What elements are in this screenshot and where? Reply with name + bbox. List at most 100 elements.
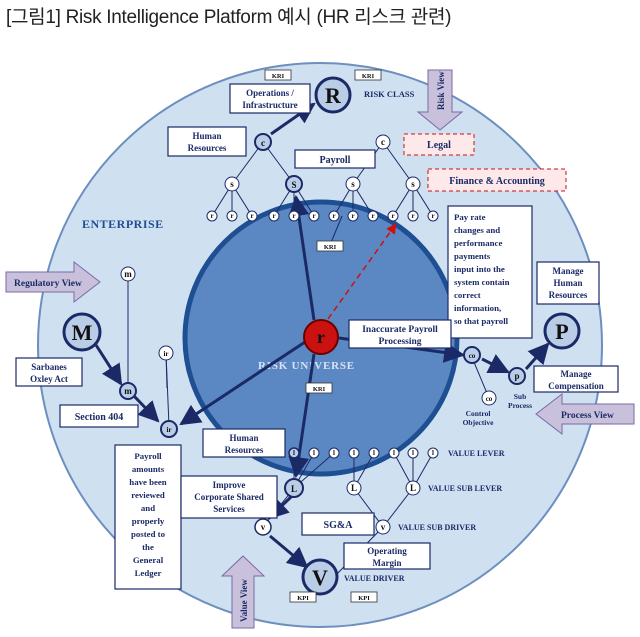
- svg-text:l: l: [333, 449, 335, 457]
- regulatory-view-label: Regulatory View: [14, 279, 82, 289]
- svg-text:Resources: Resources: [225, 445, 264, 455]
- arrow-r-to-ir: [179, 340, 306, 426]
- svg-text:Finance & Accounting: Finance & Accounting: [449, 176, 545, 187]
- finance-accounting-box: Finance & Accounting: [427, 168, 567, 192]
- svg-text:Operations /: Operations /: [246, 88, 294, 98]
- sub-process-label: Sub: [514, 392, 527, 401]
- svg-text:p: p: [514, 371, 519, 381]
- svg-text:and: and: [141, 503, 155, 513]
- svg-text:Services: Services: [213, 504, 245, 514]
- svg-text:P: P: [555, 319, 568, 344]
- arrow-M-to-m: [94, 344, 123, 386]
- svg-text:performance: performance: [454, 238, 502, 248]
- svg-text:properly: properly: [132, 516, 165, 526]
- kri-box: KRI: [316, 240, 344, 252]
- node-r-small: r: [268, 210, 280, 222]
- risk-view-arrow: Risk View: [416, 69, 464, 131]
- kpi-box: KPI: [350, 591, 378, 603]
- node-L-3: L: [405, 480, 421, 496]
- risk-view-label: Risk View: [436, 71, 446, 110]
- svg-text:Oxley Act: Oxley Act: [30, 374, 68, 384]
- svg-text:s: s: [411, 179, 415, 189]
- node-l-small: l: [388, 447, 400, 459]
- svg-text:KRI: KRI: [324, 244, 337, 251]
- svg-text:amounts: amounts: [132, 464, 165, 474]
- svg-text:r: r: [250, 212, 253, 220]
- svg-text:r: r: [210, 212, 213, 220]
- svg-text:Human: Human: [553, 278, 582, 288]
- svg-text:s: s: [230, 179, 234, 189]
- node-m-lower: m: [119, 382, 137, 400]
- value-view-label: Value View: [239, 579, 249, 622]
- inaccurate-payroll-box: Inaccurate Payroll Processing: [348, 319, 452, 349]
- svg-text:KPI: KPI: [297, 595, 309, 602]
- svg-text:v: v: [261, 522, 266, 532]
- sarbanes-box: Sarbanes Oxley Act: [15, 357, 83, 387]
- node-M: M: [62, 312, 102, 352]
- svg-text:ir: ir: [166, 426, 171, 434]
- svg-text:l: l: [393, 449, 395, 457]
- node-s-4: s: [405, 176, 421, 192]
- kpi-box: KPI: [289, 591, 317, 603]
- node-l-small: l: [308, 447, 320, 459]
- section-404-box: Section 404: [59, 404, 139, 428]
- svg-text:L: L: [291, 484, 297, 494]
- svg-text:Pay rate: Pay rate: [454, 212, 486, 222]
- svg-text:payments: payments: [454, 251, 491, 261]
- node-risk-r: r: [303, 319, 339, 355]
- svg-text:the: the: [142, 542, 154, 552]
- svg-text:Operating: Operating: [367, 546, 407, 556]
- svg-text:Improve: Improve: [213, 480, 246, 490]
- node-r-small: r: [308, 210, 320, 222]
- svg-text:Legal: Legal: [427, 140, 451, 151]
- svg-text:l: l: [353, 449, 355, 457]
- svg-text:Sarbanes: Sarbanes: [31, 362, 67, 372]
- hr-lower-box: Human Resources: [202, 428, 286, 458]
- node-l-small: l: [368, 447, 380, 459]
- manage-hr-box: Manage Human Resources: [536, 261, 600, 305]
- svg-text:so that payroll: so that payroll: [454, 316, 509, 326]
- node-l-small: l: [407, 447, 419, 459]
- svg-text:Manage: Manage: [561, 369, 592, 379]
- process-view-arrow: Process View: [535, 392, 635, 436]
- svg-text:Resources: Resources: [549, 290, 588, 300]
- node-v-right: v: [375, 519, 391, 535]
- node-r-small: r: [407, 210, 419, 222]
- svg-text:KPI: KPI: [358, 595, 370, 602]
- svg-text:system contain: system contain: [454, 277, 510, 287]
- svg-text:r: r: [332, 212, 335, 220]
- node-p: p: [508, 367, 526, 385]
- node-l-small: l: [427, 447, 439, 459]
- svg-text:v: v: [381, 522, 386, 532]
- control-objective-label: Control: [466, 409, 491, 418]
- node-r-small: r: [427, 210, 439, 222]
- arrow-m-to-ir: [132, 394, 160, 423]
- svg-text:Ledger: Ledger: [135, 568, 162, 578]
- svg-text:s: s: [351, 179, 355, 189]
- pay-rate-box: Pay rate changes and performance payment…: [447, 205, 533, 339]
- node-ir-lower: ir: [160, 420, 178, 438]
- node-r-small: r: [367, 210, 379, 222]
- node-co-lower: co: [481, 390, 497, 406]
- kri-box: KRI: [354, 69, 382, 81]
- control-objective-label: Objective: [463, 418, 494, 427]
- hr-top-box: Human Resources: [167, 126, 247, 157]
- process-view-label: Process View: [561, 411, 614, 421]
- value-view-arrow: Value View: [220, 555, 266, 629]
- node-s-3: s: [345, 176, 361, 192]
- node-S: S: [285, 175, 303, 193]
- svg-text:co: co: [469, 352, 476, 360]
- svg-text:S: S: [291, 180, 296, 190]
- svg-text:KRI: KRI: [313, 386, 326, 393]
- svg-text:reviewed: reviewed: [131, 490, 165, 500]
- svg-text:l: l: [293, 449, 295, 457]
- node-L-2: L: [346, 480, 362, 496]
- manage-compensation-box: Manage Compensation: [533, 365, 619, 393]
- node-r-small: r: [387, 210, 399, 222]
- svg-text:M: M: [72, 320, 93, 345]
- svg-text:r: r: [431, 212, 434, 220]
- svg-text:KRI: KRI: [272, 73, 285, 80]
- sga-box: SG&A: [301, 512, 375, 536]
- node-r-small: r: [226, 210, 238, 222]
- svg-text:KRI: KRI: [362, 73, 375, 80]
